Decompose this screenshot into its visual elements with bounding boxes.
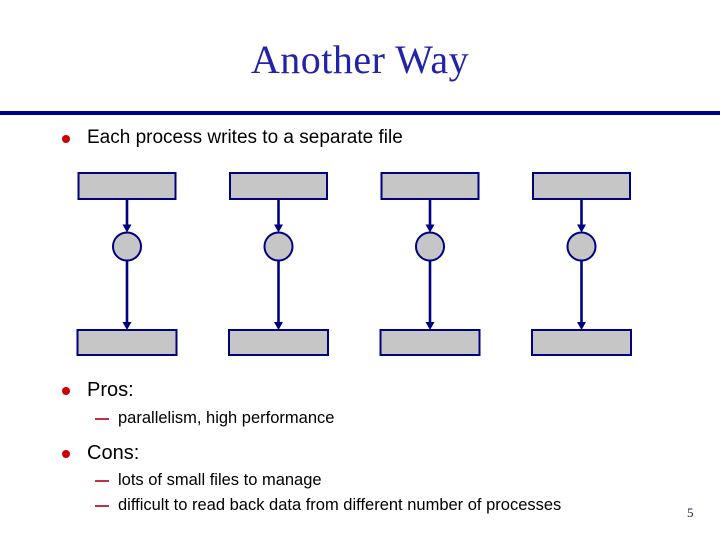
bullet-dot-icon <box>62 135 70 143</box>
slide-title: Another Way <box>250 37 470 82</box>
bullet-text-pros: Pros: <box>87 379 134 401</box>
flow-arrow-head-icon <box>274 224 283 233</box>
flow-arrow-head-icon <box>577 322 586 330</box>
sub-bullet-row-small-files: lots of small files to manage <box>0 471 720 497</box>
file-box <box>228 329 329 356</box>
process-circle <box>566 231 597 262</box>
process-box <box>229 172 328 200</box>
flow-arrow-head-icon <box>577 224 586 233</box>
bullet-text-cons: Cons: <box>87 442 140 464</box>
dash-bullet-icon <box>95 480 109 482</box>
flow-arrow-head-icon <box>425 224 435 233</box>
file-box <box>379 329 481 356</box>
file-box <box>531 329 632 356</box>
process-circle <box>112 231 142 262</box>
bullet-row-cons: Cons: <box>0 442 720 468</box>
process-circle <box>263 231 294 262</box>
process-box <box>380 172 480 200</box>
dash-bullet-icon <box>95 505 109 507</box>
title-divider <box>0 111 720 115</box>
flow-arrow-head-icon <box>274 322 283 330</box>
bullet-dot-icon <box>62 387 70 395</box>
bullet-row-pros: Pros: <box>0 379 720 405</box>
parallel-write-diagram <box>76 172 632 356</box>
sub-bullet-row-parallelism: parallelism, high performance <box>0 409 720 435</box>
sub-bullet-row-read-back: difficult to read back data from differe… <box>0 496 720 522</box>
flow-arrow-head-icon <box>425 322 435 330</box>
file-box <box>76 329 178 356</box>
sub-bullet-text-read-back: difficult to read back data from differe… <box>118 496 562 514</box>
page-number: 5 <box>687 505 694 520</box>
sub-bullet-text-small-files: lots of small files to manage <box>118 471 322 489</box>
bullet-dot-icon <box>62 450 70 458</box>
bullet-row-intro: Each process writes to a separate file <box>0 127 720 153</box>
flow-arrow-head-icon <box>122 224 132 233</box>
process-circle <box>415 231 445 262</box>
dash-bullet-icon <box>95 418 109 420</box>
sub-bullet-text-parallelism: parallelism, high performance <box>118 409 335 427</box>
process-box <box>532 172 631 200</box>
process-box <box>77 172 177 200</box>
bullet-text-intro: Each process writes to a separate file <box>87 127 403 148</box>
flow-arrow-head-icon <box>122 322 132 330</box>
